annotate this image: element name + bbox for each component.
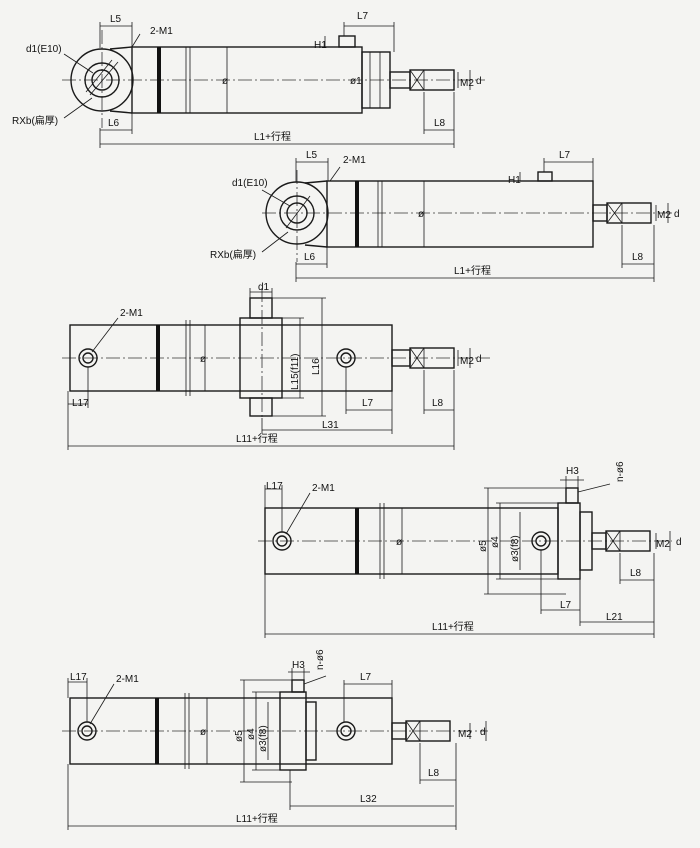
label-l6: L6 (304, 252, 316, 263)
label-phi5: ø5 (234, 730, 245, 742)
label-l5: L5 (306, 150, 318, 161)
label-l8: L8 (434, 118, 446, 129)
label-l17: L17 (266, 481, 283, 492)
label-l31: L31 (322, 420, 339, 431)
label-l17: L17 (70, 672, 87, 683)
label-l17: L17 (72, 398, 89, 409)
label-d1-e10: d1(E10) (26, 44, 62, 55)
label-l7: L7 (559, 150, 571, 161)
label-phi1: ø1 (350, 76, 362, 87)
label-l7: L7 (357, 11, 369, 22)
label-m2: M2 (460, 78, 474, 89)
label-l7: L7 (560, 600, 572, 611)
label-l7: L7 (362, 398, 374, 409)
label-m2: M2 (657, 210, 671, 221)
figure-mid-flange-mount: L17 2-M1 H3 n-ø6 L7 ø ø5 ø4 ø3(f8) L8 L3… (62, 649, 488, 830)
label-m2: M2 (458, 729, 472, 740)
label-d: d (476, 354, 482, 365)
label-l7: L7 (360, 672, 372, 683)
label-d: d (676, 537, 682, 548)
label-phi3: ø3(f8) (258, 725, 269, 752)
label-l21: L21 (606, 612, 623, 623)
label-d: d (476, 76, 482, 87)
label-l15: L15(f11) (290, 353, 301, 390)
label-l5: L5 (110, 14, 122, 25)
label-d1: d1 (258, 282, 270, 293)
label-l11-stroke: L11+行程 (236, 812, 278, 825)
label-l11-stroke: L11+行程 (432, 620, 474, 633)
label-l6: L6 (108, 118, 120, 129)
label-rxb: RXb(扁厚) (210, 248, 256, 261)
label-m1: 2-M1 (150, 26, 173, 37)
label-l1-stroke: L1+行程 (254, 130, 291, 143)
label-l8: L8 (630, 568, 642, 579)
label-phi: ø (222, 76, 228, 87)
label-n-phi6: n-ø6 (315, 649, 326, 670)
figure-clevis-mount-1: L5 L6 L7 L8 2-M1 L1+行程 d1(E10) RXb(扁厚) ø… (12, 11, 485, 148)
label-l11-stroke: L11+行程 (236, 432, 278, 445)
label-phi: ø (200, 354, 206, 365)
label-m1: 2-M1 (312, 483, 335, 494)
label-m1: 2-M1 (116, 674, 139, 685)
label-phi: ø (200, 727, 206, 738)
label-phi5: ø5 (478, 540, 489, 552)
label-h1: H1 (314, 40, 327, 51)
label-phi4: ø4 (246, 728, 257, 740)
label-d: d (674, 209, 680, 220)
figure-clevis-mount-2: L5 L6 L7 L8 2-M1 L1+行程 d1(E10) RXb(扁厚) ø… (210, 150, 680, 282)
label-h3: H3 (566, 466, 579, 477)
label-d: d (480, 727, 486, 738)
label-l8: L8 (432, 398, 444, 409)
label-n-phi6: n-ø6 (615, 461, 626, 482)
label-phi4: ø4 (490, 536, 501, 548)
label-h3: H3 (292, 660, 305, 671)
label-rxb: RXb(扁厚) (12, 114, 58, 127)
figure-front-flange-mount: L17 2-M1 H3 n-ø6 ø ø5 ø4 ø3(f8) L7 L8 L2… (258, 461, 682, 638)
label-l1-stroke: L1+行程 (454, 264, 491, 277)
label-l8: L8 (632, 252, 644, 263)
label-phi: ø (396, 537, 402, 548)
label-l8: L8 (428, 768, 440, 779)
label-l32: L32 (360, 794, 377, 805)
label-m1: 2-M1 (120, 308, 143, 319)
label-l16: L16 (311, 358, 322, 375)
figure-trunnion-mount: d1 2-M1 L17 L7 L8 L31 L11+行程 ø L15(f11) … (62, 282, 490, 450)
label-h1: H1 (508, 175, 521, 186)
label-phi3: ø3(f8) (510, 535, 521, 562)
label-m2: M2 (460, 356, 474, 367)
label-d1-e10: d1(E10) (232, 178, 268, 189)
label-m1: 2-M1 (343, 155, 366, 166)
label-m2: M2 (656, 539, 670, 550)
label-phi: ø (418, 209, 424, 220)
